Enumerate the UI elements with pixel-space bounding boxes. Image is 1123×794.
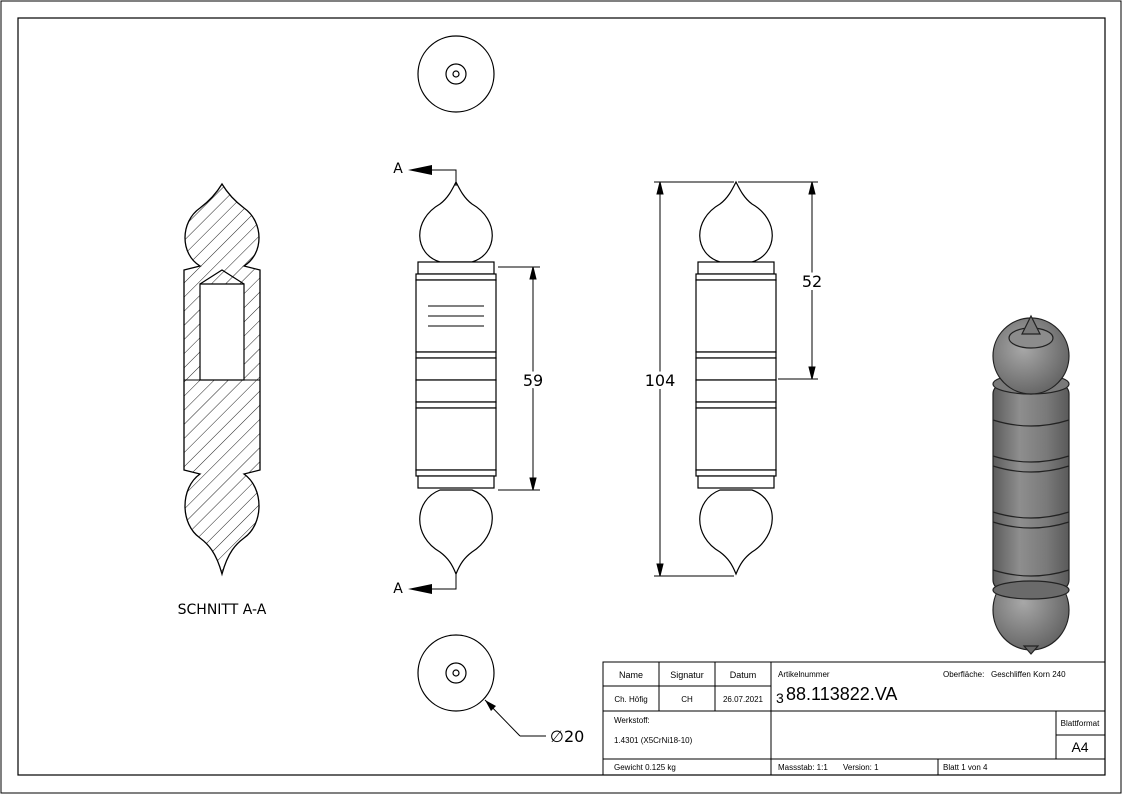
dimension-59-label: 59: [523, 371, 543, 390]
header-signature: Signatur: [670, 670, 704, 680]
material-label: Werkstoff:: [614, 716, 650, 725]
section-arrow-bottom: A: [393, 572, 457, 597]
article-number: 88.113822.VA: [786, 684, 897, 704]
diameter-leader: ∅20: [484, 699, 584, 746]
article-number-prefix: 3: [776, 690, 784, 706]
diameter-label: ∅20: [550, 727, 584, 746]
surface-value: Geschliffen Korn 240: [991, 670, 1066, 679]
dimension-104: [654, 181, 734, 577]
dimension-104-label: 104: [645, 371, 676, 390]
dimension-52: [738, 181, 818, 380]
top-end-view: [417, 35, 495, 113]
title-block: [602, 661, 1106, 776]
scale: Massstab: 1:1: [778, 763, 828, 772]
format-label: Blattformat: [1061, 719, 1100, 728]
sheet-number: Blatt 1 von 4: [943, 763, 988, 772]
header-name: Name: [619, 670, 643, 680]
drawing-date: 26.07.2021: [723, 695, 764, 704]
front-view: [415, 180, 497, 576]
arrow-letter-top: A: [393, 161, 403, 177]
drafter-signature: CH: [681, 695, 693, 704]
format-value: A4: [1071, 739, 1088, 755]
dimension-52-label: 52: [802, 272, 822, 291]
drawing-frame: [17, 17, 1106, 776]
section-arrow-top: A: [393, 161, 457, 186]
bottom-end-view: [417, 634, 495, 712]
surface-label: Oberfläche:: [943, 670, 984, 679]
section-title: SCHNITT A-A: [178, 602, 267, 618]
section-view: SCHNITT A-A: [178, 182, 267, 618]
weight: Gewicht 0.125 kg: [614, 763, 676, 772]
side-view: [695, 180, 777, 576]
arrow-letter-bottom: A: [393, 581, 403, 597]
article-label: Artikelnummer: [778, 670, 830, 679]
material-value: 1.4301 (X5CrNi18-10): [614, 736, 693, 745]
dimension-59: [498, 266, 540, 491]
header-date: Datum: [730, 670, 757, 680]
version: Version: 1: [843, 763, 879, 772]
drafter-name: Ch. Höfig: [614, 695, 647, 704]
isometric-render: [992, 314, 1070, 655]
